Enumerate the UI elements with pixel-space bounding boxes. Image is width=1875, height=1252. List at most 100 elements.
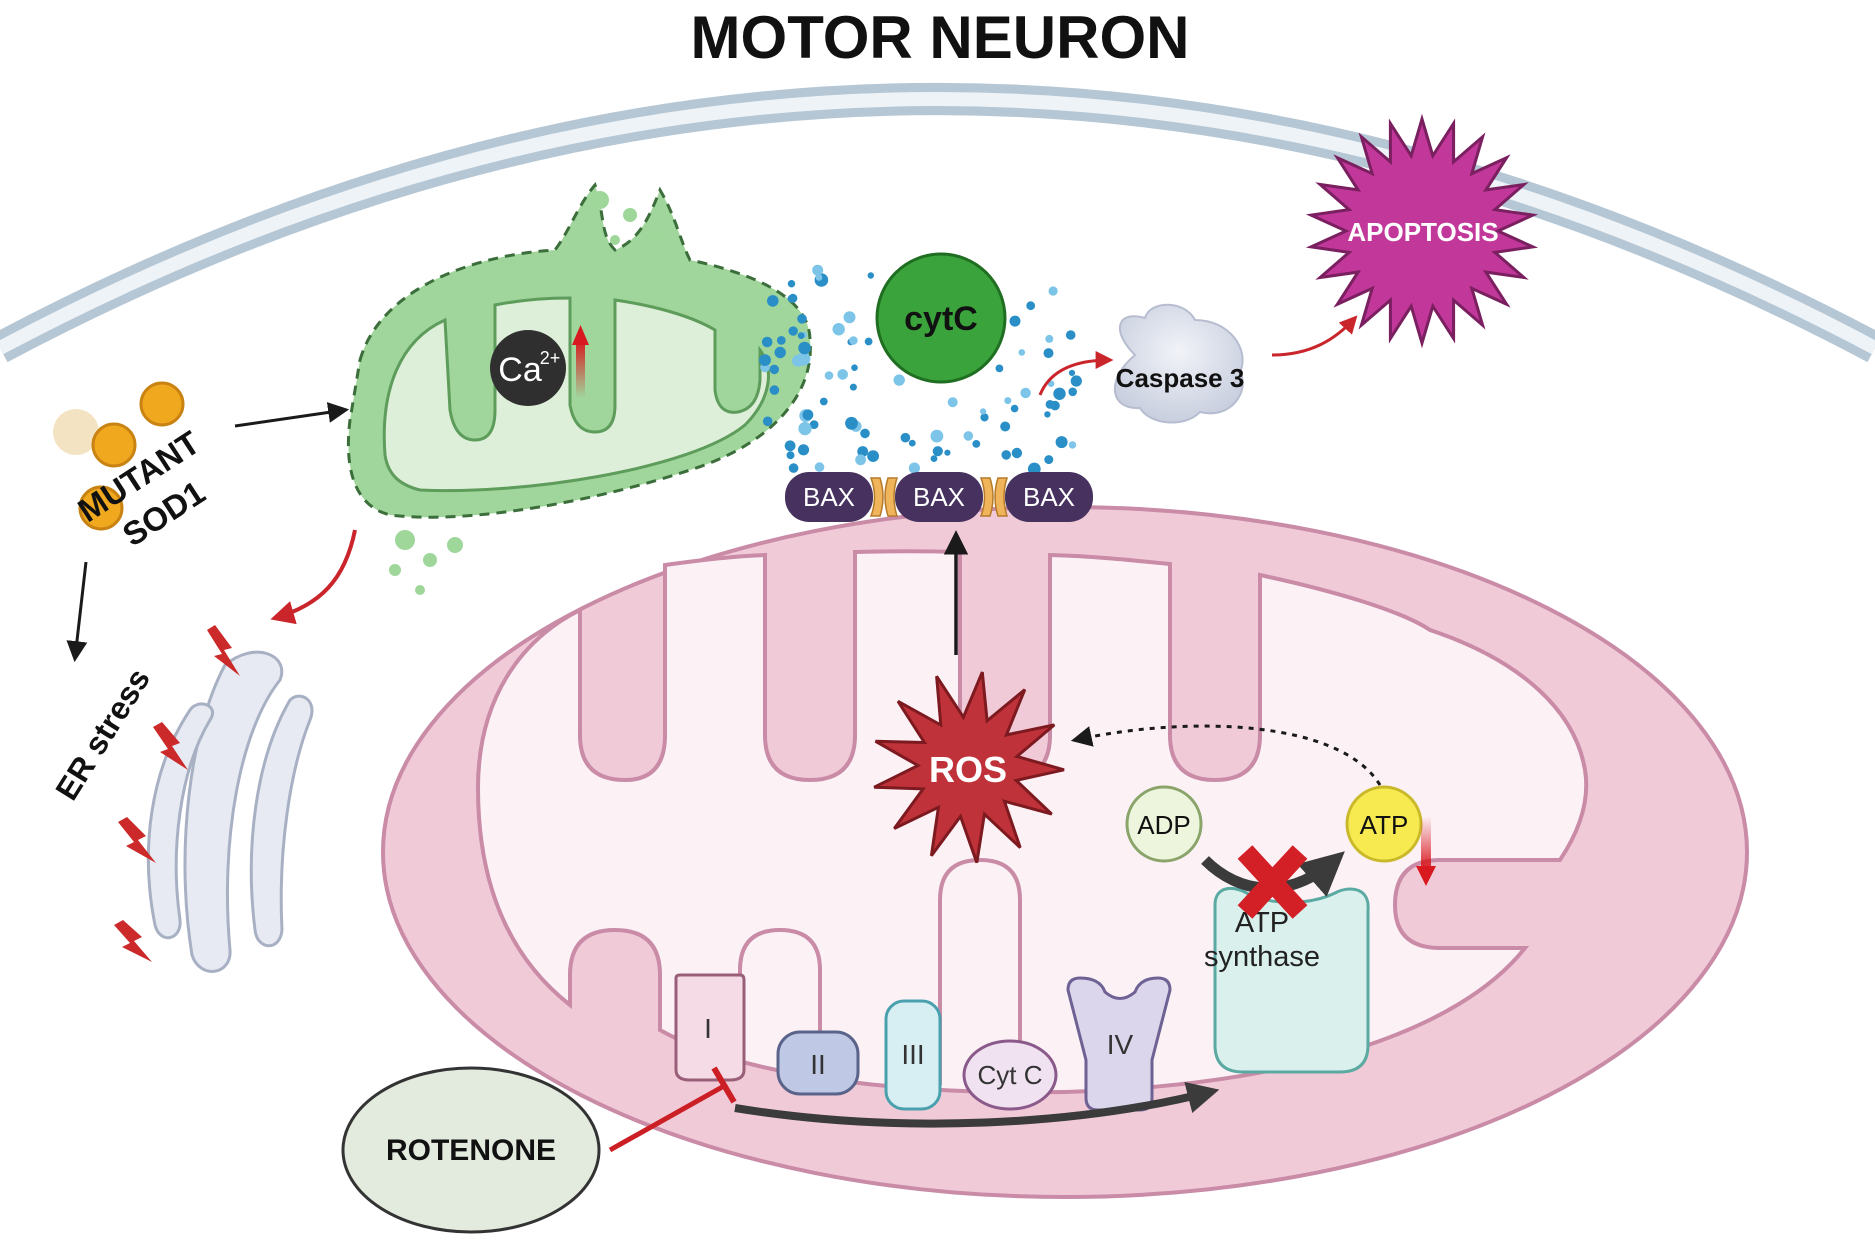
- cell-membrane: [0, 83, 1875, 363]
- er-damage-bolts: [114, 625, 240, 962]
- cytc-particle: [761, 336, 773, 348]
- cytc-particle: [980, 408, 987, 415]
- bolt-icon: [207, 625, 240, 676]
- caspase-3: Caspase 3: [1114, 303, 1244, 424]
- cytc-particle: [797, 332, 805, 339]
- mutant-sod1-cluster: MUTANT SOD1: [53, 381, 212, 553]
- cytc-particle: [798, 422, 812, 436]
- cytc-particle: [908, 462, 921, 474]
- cytc-particle: [787, 280, 796, 288]
- arrow-electron-flow: [734, 1081, 1220, 1128]
- cytc-particle: [797, 314, 807, 324]
- arrow-caspase-to-apoptosis: [1271, 315, 1358, 357]
- cytc-particle: [995, 364, 1004, 373]
- cytc-particle: [792, 354, 804, 367]
- cytc-particle: [1011, 447, 1023, 459]
- complex-ii: II: [776, 1030, 860, 1096]
- cytc-particle: [788, 326, 798, 336]
- cytc-particle: [843, 311, 856, 324]
- cytc-particle: [1044, 411, 1051, 418]
- cytc-particle: [867, 272, 874, 279]
- cytc-particle: [849, 383, 857, 391]
- cytc-particle: [1004, 397, 1012, 405]
- bax-label-3: BAX: [1023, 482, 1075, 512]
- cytc-particle: [1001, 450, 1011, 460]
- complex-iii: III: [884, 999, 942, 1111]
- cytc-particle: [1065, 330, 1076, 340]
- cytc-particle: [864, 337, 873, 346]
- rotenone-label: ROTENONE: [386, 1134, 556, 1167]
- cytc-particle: [1053, 387, 1066, 400]
- mitochondrion: [381, 505, 1749, 1199]
- cytc-particle: [819, 397, 828, 406]
- bax-label-1: BAX: [803, 482, 855, 512]
- cytc-particle: [787, 295, 795, 303]
- arrow-mito-to-er: [270, 529, 357, 625]
- cytc-particle: [769, 364, 780, 375]
- cytc-particle: [1070, 375, 1082, 387]
- cytc-particle: [855, 454, 866, 466]
- cytc-particle: [788, 463, 799, 473]
- cytc-particle: [980, 413, 989, 422]
- calcium-node: Ca 2+: [490, 325, 589, 406]
- bax-label-2: BAX: [913, 482, 965, 512]
- arrow-cytc-to-caspase: [1038, 351, 1114, 396]
- cytc-particle: [774, 346, 786, 359]
- calcium-superscript: 2+: [540, 348, 561, 368]
- cytc-particle: [893, 374, 905, 386]
- cytc-particle: [1010, 404, 1019, 413]
- cytc-particle: [972, 440, 981, 448]
- complex-iv: IV: [1066, 976, 1172, 1112]
- cytc-particle: [784, 440, 796, 452]
- cytc-particle: [814, 462, 825, 472]
- cytc-particle: [797, 444, 810, 456]
- atp-synthase-label-2: synthase: [1204, 941, 1320, 973]
- cytc-particle: [767, 295, 779, 307]
- cytc-particle: [1048, 286, 1058, 296]
- page-title: MOTOR NEURON: [691, 4, 1190, 71]
- er-stress-label: ER stress: [48, 662, 157, 806]
- apoptosis-label: APOPTOSIS: [1347, 217, 1498, 247]
- cytc-particle: [837, 369, 848, 380]
- cytc-particle: [762, 416, 773, 427]
- complex-iv-label: IV: [1107, 1029, 1134, 1060]
- cytc-particle: [1009, 315, 1021, 327]
- atp-synthase-label-1: ATP: [1235, 907, 1289, 939]
- cytc-particle: [802, 409, 814, 421]
- cytc-particle: [1068, 387, 1077, 397]
- cytc-particle: [769, 385, 780, 395]
- cytc-particle: [857, 446, 869, 457]
- cytc-particle: [1026, 301, 1036, 311]
- cytc-particle: [932, 446, 943, 457]
- complex-i-label: I: [704, 1013, 712, 1044]
- atp-label: ATP: [1360, 810, 1409, 840]
- cytc-particle: [1018, 349, 1026, 356]
- cytc-particle: [809, 420, 819, 429]
- cytc-particle: [947, 397, 958, 408]
- cytc-particle: [930, 429, 944, 443]
- rotenone-inhibition-line: [608, 1066, 737, 1153]
- cytc-particle: [849, 336, 858, 345]
- rotenone-node: ROTENONE: [341, 1066, 601, 1234]
- atp-decrease-arrow: [1421, 816, 1431, 871]
- bolt-icon: [153, 722, 188, 770]
- cytc-particle: [1055, 436, 1068, 449]
- cytc-particle: [812, 264, 824, 276]
- apoptosis-burst: APOPTOSIS: [1305, 113, 1539, 349]
- cytc-particle: [900, 432, 911, 443]
- cytc-particle: [860, 428, 870, 439]
- cytc-particle: [851, 364, 858, 372]
- bax-channels: BAX BAX BAX: [785, 472, 1093, 522]
- arrow-sod1-to-mito: [234, 402, 350, 428]
- bolt-icon: [114, 920, 152, 962]
- adp-label: ADP: [1137, 810, 1190, 840]
- cytc-particle: [776, 336, 786, 345]
- atp-synthase: ATP synthase: [1204, 886, 1370, 1074]
- cytc-particle: [1043, 348, 1054, 359]
- cytc-particle: [1044, 455, 1054, 465]
- cytc-particle: [1045, 400, 1055, 409]
- cytc-particle: [963, 431, 974, 441]
- complex-iii-label: III: [901, 1039, 924, 1070]
- cytc-particle: [1045, 334, 1054, 343]
